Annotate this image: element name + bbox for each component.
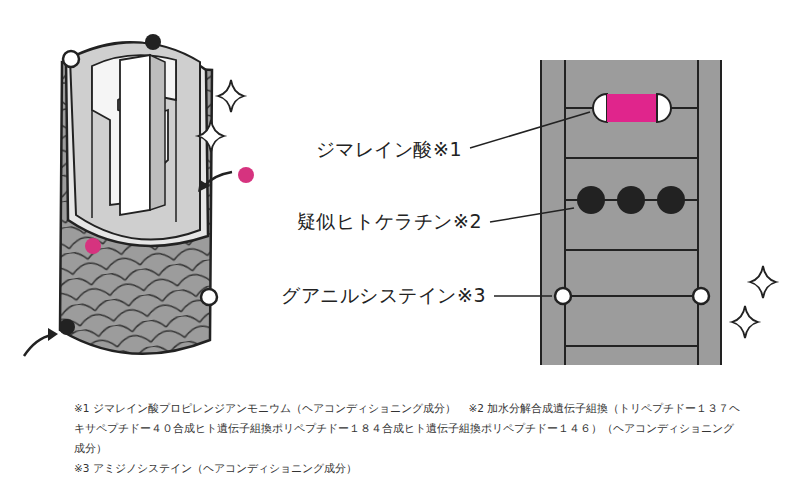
magenta-dot [238, 167, 254, 183]
black-dot [59, 319, 75, 335]
component-label: ジマレイン酸※1 [316, 137, 462, 163]
arrow [24, 335, 52, 356]
keratin-structure [541, 60, 721, 365]
white-dot [201, 289, 217, 305]
footnote: ※1 ジマレイン酸プロピレンジアンモニウム（ヘアコンディショニング成分） [74, 402, 456, 414]
footnote: ※3 アミジノシステイン（ヘアコンディショニング成分） [74, 462, 357, 474]
hair-strand [60, 42, 212, 354]
arrow [204, 172, 232, 186]
component-label: グアニルシステイン※3 [281, 283, 486, 309]
magenta-dot [85, 238, 101, 254]
footnotes: ※1 ジマレイン酸プロピレンジアンモニウム（ヘアコンディショニング成分）※2 加… [74, 398, 744, 478]
leader-line [470, 112, 590, 296]
component-label: 疑似ヒトケラチン※2 [297, 209, 482, 235]
black-dot [145, 34, 161, 50]
white-dot [63, 51, 79, 67]
